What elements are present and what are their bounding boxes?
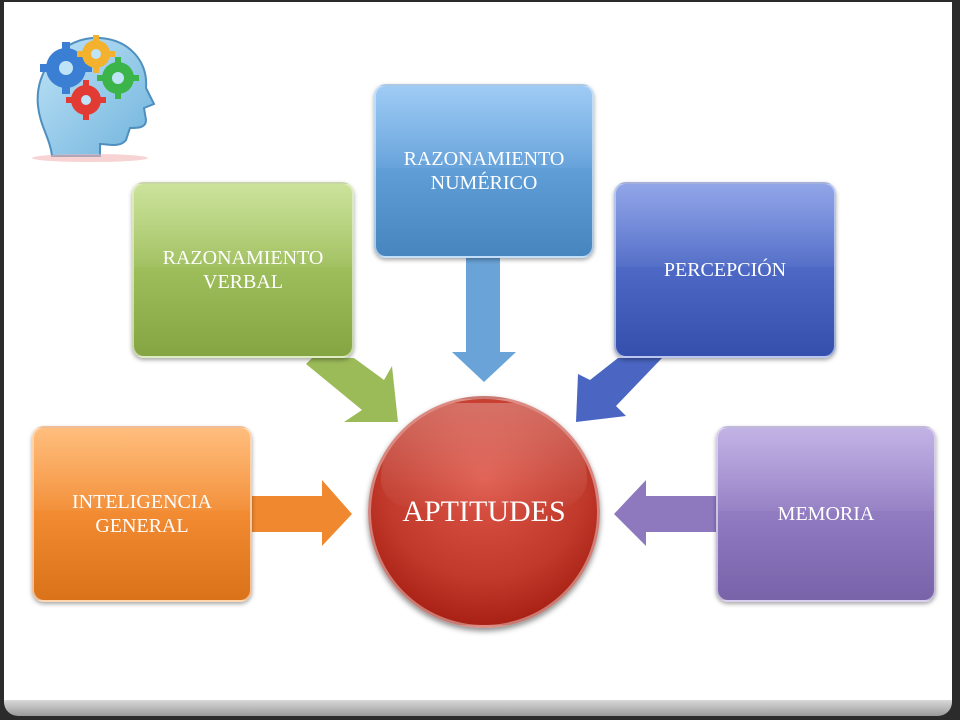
node-label: MEMORIA xyxy=(777,503,875,525)
head-gears-icon xyxy=(32,35,156,162)
node-inteligencia-general: INTELIGENCIA GENERAL xyxy=(32,426,252,602)
arrow-memoria xyxy=(614,480,716,546)
arrow-percepcion xyxy=(576,358,662,422)
arrow-razonamiento-numerico xyxy=(452,258,516,382)
node-memoria: MEMORIA xyxy=(716,426,936,602)
arrow-inteligencia-general xyxy=(250,480,352,546)
node-label: INTELIGENCIA GENERAL xyxy=(72,491,212,537)
node-label: PERCEPCIÓN xyxy=(663,259,787,281)
node-razonamiento-numerico: RAZONAMIENTO NUMÉRICO xyxy=(374,84,594,258)
node-label: RAZONAMIENTO NUMÉRICO xyxy=(403,148,565,194)
node-percepcion: PERCEPCIÓN xyxy=(614,182,836,358)
center-label: APTITUDES xyxy=(402,495,566,528)
arrow-razonamiento-verbal xyxy=(306,358,398,422)
node-razonamiento-verbal: RAZONAMIENTO VERBAL xyxy=(132,182,354,358)
slide-bottom-edge xyxy=(4,700,952,716)
node-label: RAZONAMIENTO VERBAL xyxy=(162,247,324,293)
center-node-aptitudes: APTITUDES xyxy=(368,396,600,628)
